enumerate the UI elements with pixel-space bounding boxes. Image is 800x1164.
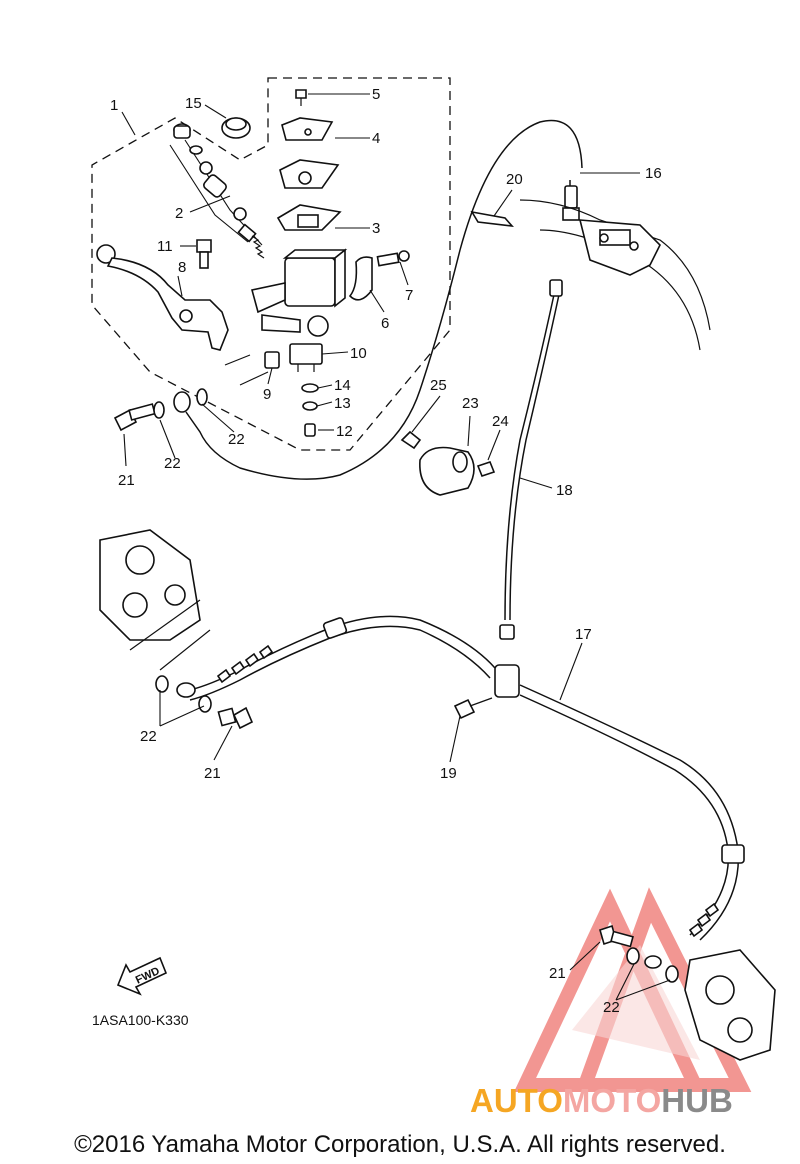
callout-21-right: 21 <box>549 965 566 982</box>
brake-switch <box>264 343 323 437</box>
callout-18: 18 <box>556 482 573 499</box>
callout-13: 13 <box>334 395 351 412</box>
brake-hose-18 <box>499 279 563 640</box>
callout-21-left: 21 <box>204 765 221 782</box>
callout-15: 15 <box>185 95 202 112</box>
callout-25: 25 <box>430 377 447 394</box>
callout-5: 5 <box>372 86 380 103</box>
reservoir-parts <box>276 89 342 231</box>
dust-boot <box>221 117 251 139</box>
callout-14: 14 <box>334 377 351 394</box>
callout-8: 8 <box>178 259 186 276</box>
callout-2: 2 <box>175 205 183 222</box>
brake-lever <box>96 244 229 351</box>
callout-20: 20 <box>506 171 523 188</box>
watermark-text: AUTOMOTOHUB <box>470 1082 733 1119</box>
callout-22-upper-right: 22 <box>228 431 245 448</box>
callout-24: 24 <box>492 413 509 430</box>
callout-4: 4 <box>372 130 380 147</box>
right-caliper <box>599 924 776 1061</box>
upper-banjo-bolt <box>113 119 583 480</box>
hose-clip <box>470 210 514 228</box>
watermark-part-moto: MOTO <box>563 1082 661 1119</box>
callout-17: 17 <box>575 626 592 643</box>
hose-joint <box>453 664 520 720</box>
brake-hose-upper <box>562 180 580 221</box>
callout-23: 23 <box>462 395 479 412</box>
leader-lines <box>121 93 671 1001</box>
pivot-bolt <box>196 239 212 269</box>
callout-21-upper: 21 <box>118 472 135 489</box>
copyright-notice: ©2016 Yamaha Motor Corporation, U.S.A. A… <box>74 1131 726 1158</box>
fwd-arrow-icon: FWD <box>116 956 168 996</box>
brake-hose-left <box>189 615 496 701</box>
diagram-code: 1ASA100-K330 <box>92 1012 189 1028</box>
watermark-part-hub: HUB <box>661 1082 733 1119</box>
left-caliper <box>99 529 254 730</box>
callout-22-left: 22 <box>140 728 157 745</box>
callout-22-right: 22 <box>603 999 620 1016</box>
callout-3: 3 <box>372 220 380 237</box>
callout-19: 19 <box>440 765 457 782</box>
callout-12: 12 <box>336 423 353 440</box>
callout-1: 1 <box>110 97 118 114</box>
watermark-part-auto: AUTO <box>470 1082 563 1119</box>
callout-22-upper-left: 22 <box>164 455 181 472</box>
master-cylinder <box>251 248 348 337</box>
callout-11: 11 <box>157 238 173 255</box>
piston-kit <box>173 123 265 259</box>
callout-10: 10 <box>350 345 367 362</box>
watermark-logo: AUTOMOTOHUB <box>470 1082 733 1119</box>
handlebar-bracket <box>519 199 711 351</box>
clamp-holder <box>348 250 410 301</box>
callout-labels: 1 2 3 4 5 6 7 8 9 10 11 12 13 14 15 16 1… <box>110 86 662 1016</box>
callout-16: 16 <box>645 165 662 182</box>
callout-6: 6 <box>381 315 389 332</box>
callout-9: 9 <box>263 386 271 403</box>
handlebar-switch <box>400 430 496 496</box>
brake-hose-17 <box>519 684 745 941</box>
callout-7: 7 <box>405 287 413 304</box>
